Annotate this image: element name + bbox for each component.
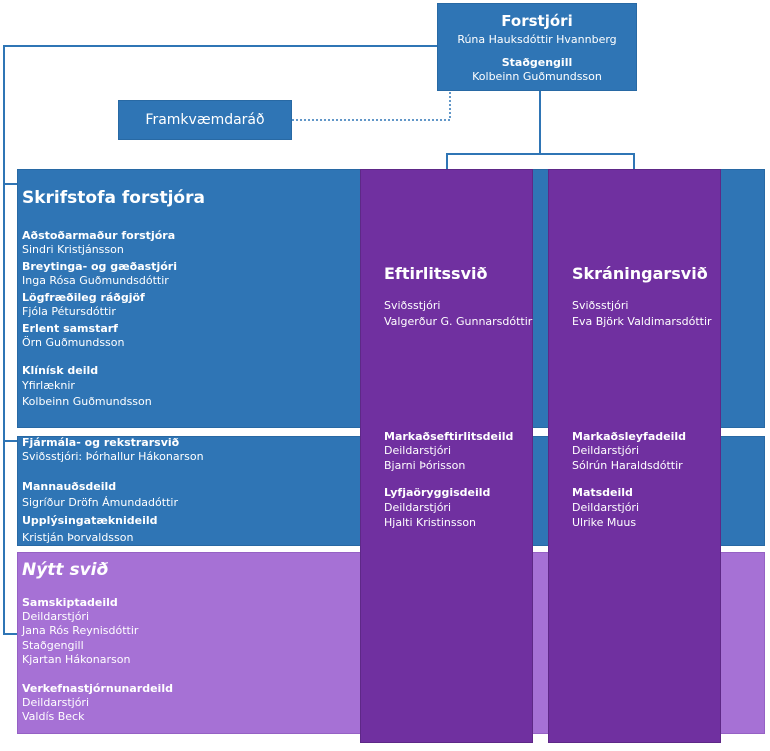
communications-role-2: Staðgengill bbox=[22, 639, 84, 652]
connector-top-left bbox=[3, 45, 437, 47]
supervision-dept2-name: Hjalti Kristinsson bbox=[384, 516, 477, 529]
registration-dept2-name: Ulrike Muus bbox=[572, 516, 637, 529]
registration-dept2-title: Matsdeild bbox=[572, 486, 633, 499]
clinical-title: Klínísk deild bbox=[22, 364, 99, 377]
hr-name: Sigríður Dröfn Ámundadóttir bbox=[22, 496, 178, 509]
connector-left-ops bbox=[3, 440, 17, 442]
registration-dept2-role: Deildarstjóri bbox=[572, 501, 640, 514]
registration-dept1-name: Sólrún Haraldsdóttir bbox=[572, 459, 683, 472]
connector-supervision-drop bbox=[446, 153, 448, 170]
connector-registration-drop bbox=[633, 153, 635, 170]
supervision-head-role: Sviðsstjóri bbox=[384, 299, 441, 312]
registration-dept1-role: Deildarstjóri bbox=[572, 444, 640, 457]
it-title: Upplýsingatæknideild bbox=[22, 514, 158, 527]
supervision-dept1-title: Markaðseftirlitsdeild bbox=[384, 430, 514, 443]
office-role-3-title: Lögfræðileg ráðgjöf bbox=[22, 291, 145, 304]
director-name: Rúna Hauksdóttir Hvannberg bbox=[457, 33, 617, 46]
supervision-head-name: Valgerður G. Gunnarsdóttir bbox=[384, 315, 533, 328]
executive-board-box[interactable]: Framkvæmdaráð bbox=[118, 100, 292, 140]
communications-name-2: Kjartan Hákonarson bbox=[22, 653, 131, 666]
office-role-4-name: Örn Guðmundsson bbox=[22, 336, 125, 349]
connector-left-office bbox=[3, 183, 17, 185]
office-role-1-title: Aðstoðarmaður forstjóra bbox=[22, 229, 176, 242]
office-role-4-title: Erlent samstarf bbox=[22, 322, 118, 335]
supervision-dept1-name: Bjarni Þórisson bbox=[384, 459, 466, 472]
supervision-dept1-role: Deildarstjóri bbox=[384, 444, 452, 457]
connector-left-spine bbox=[3, 45, 5, 635]
communications-role-1: Deildarstjóri bbox=[22, 610, 90, 623]
registration-box[interactable]: Skráningarsvið Sviðsstjóri Eva Björk Val… bbox=[548, 169, 721, 743]
director-deputy-name: Kolbeinn Guðmundsson bbox=[472, 70, 602, 83]
supervision-box[interactable]: Eftirlitssvið Sviðsstjóri Valgerður G. G… bbox=[360, 169, 533, 743]
office-title: Skrifstofa forstjóra bbox=[22, 188, 205, 208]
registration-head-role: Sviðsstjóri bbox=[572, 299, 629, 312]
connector-director-down bbox=[539, 91, 541, 155]
finance-line: Sviðsstjóri: Þórhallur Hákonarson bbox=[22, 450, 204, 463]
office-role-2-name: Inga Rósa Guðmundsdóttir bbox=[22, 274, 169, 287]
registration-dept1-title: Markaðsleyfadeild bbox=[572, 430, 686, 443]
clinical-name: Kolbeinn Guðmundsson bbox=[22, 395, 152, 408]
office-role-1-name: Sindri Kristjánsson bbox=[22, 243, 124, 256]
supervision-title: Eftirlitssvið bbox=[384, 264, 488, 283]
office-role-3-name: Fjóla Pétursdóttir bbox=[22, 305, 116, 318]
project-mgmt-name: Valdís Beck bbox=[22, 710, 85, 723]
registration-title: Skráningarsvið bbox=[572, 264, 708, 283]
communications-name-1: Jana Rós Reynisdóttir bbox=[22, 624, 139, 637]
office-role-2-title: Breytinga- og gæðastjóri bbox=[22, 260, 177, 273]
executive-board-label: Framkvæmdaráð bbox=[145, 112, 265, 128]
it-name: Kristján Þorvaldsson bbox=[22, 531, 134, 544]
hr-title: Mannauðsdeild bbox=[22, 480, 117, 493]
supervision-dept2-role: Deildarstjóri bbox=[384, 501, 452, 514]
registration-head-name: Eva Björk Valdimarsdóttir bbox=[572, 315, 712, 328]
new-division-title: Nýtt svið bbox=[22, 560, 109, 580]
director-title: Forstjóri bbox=[501, 12, 573, 30]
project-mgmt-role: Deildarstjóri bbox=[22, 696, 90, 709]
connector-left-new bbox=[3, 633, 17, 635]
director-deputy-label: Staðgengill bbox=[501, 56, 573, 69]
supervision-dept2-title: Lyfjaöryggisdeild bbox=[384, 486, 491, 499]
connector-divisions-bar bbox=[446, 153, 635, 155]
director-box[interactable]: Forstjóri Rúna Hauksdóttir Hvannberg Sta… bbox=[437, 3, 637, 91]
clinical-role: Yfirlæknir bbox=[22, 379, 75, 392]
communications-title: Samskiptadeild bbox=[22, 596, 118, 609]
project-mgmt-title: Verkefnastjórnunardeild bbox=[22, 682, 173, 695]
finance-title: Fjármála- og rekstrarsvið bbox=[22, 436, 180, 449]
